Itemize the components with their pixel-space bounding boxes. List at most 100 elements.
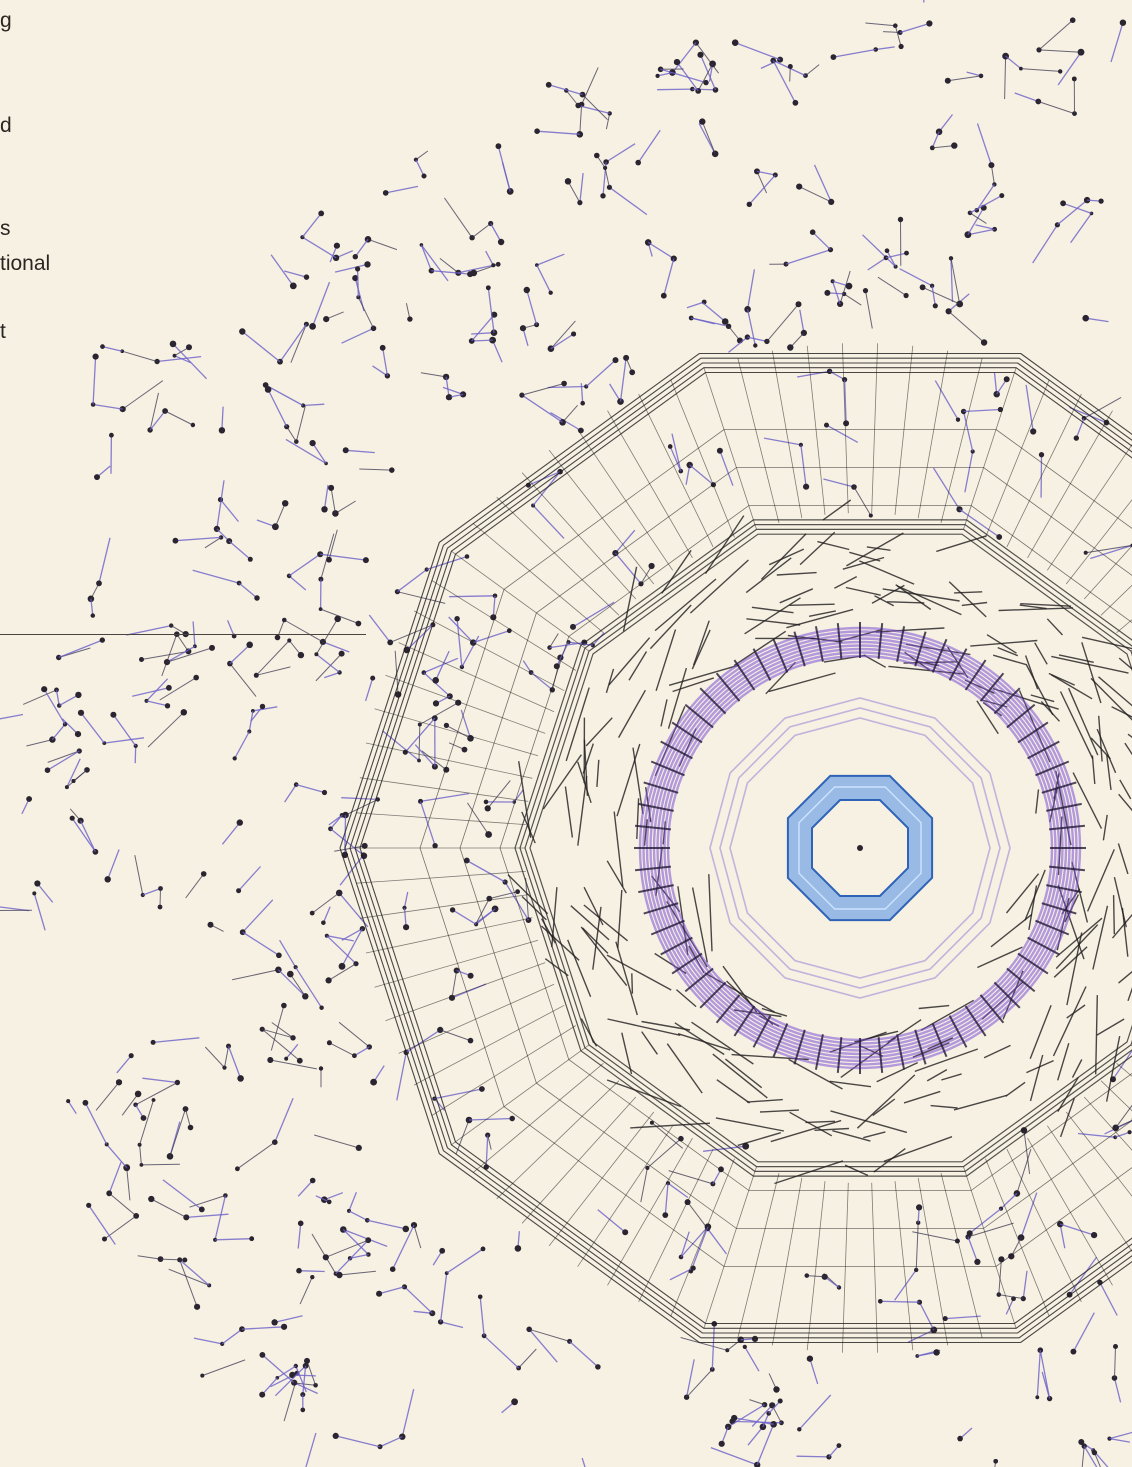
network-edge: [215, 1238, 252, 1241]
track-segment: [1081, 642, 1102, 704]
network-edge: [238, 582, 258, 599]
track-segment: [954, 591, 983, 594]
network-edge: [1069, 406, 1107, 424]
track-segment: [1057, 1076, 1079, 1112]
text-fragment: s: [0, 217, 11, 240]
track-segment: [883, 1136, 953, 1162]
network-node: [297, 1220, 304, 1227]
ring-tick: [699, 687, 727, 715]
network-node: [86, 1203, 91, 1208]
network-edge: [95, 1081, 120, 1111]
network-edge: [880, 1300, 920, 1303]
network-edge: [305, 1432, 317, 1467]
network-node: [914, 1267, 919, 1273]
network-edge: [809, 1358, 819, 1385]
track-segment: [1111, 913, 1132, 939]
mesh-spoke: [1083, 545, 1132, 600]
network-edge: [1025, 384, 1034, 432]
network-edge: [139, 1144, 142, 1165]
ring-tick: [1035, 919, 1070, 936]
network-edge: [288, 575, 307, 591]
network-node: [194, 675, 198, 680]
track-segment: [667, 667, 688, 729]
track-segment: [1096, 1018, 1125, 1036]
network-edge: [435, 650, 450, 681]
network-node: [1070, 1348, 1077, 1355]
network-node: [355, 1144, 362, 1151]
track-segment: [872, 1098, 896, 1117]
network-node: [496, 144, 501, 149]
network-edge: [348, 1210, 368, 1221]
network-edge: [153, 1037, 200, 1044]
network-node: [437, 1319, 444, 1325]
network-edge: [335, 1239, 369, 1275]
network-node: [333, 1433, 339, 1439]
network-edge: [175, 536, 222, 542]
network-edge: [293, 1382, 318, 1395]
track-segment: [716, 1079, 751, 1104]
track-segment: [1092, 905, 1109, 970]
network-edge: [660, 68, 707, 84]
network-node: [70, 816, 74, 820]
ring-tick: [684, 967, 714, 993]
network-edge: [229, 663, 257, 697]
network-edge: [51, 723, 66, 741]
network-edge: [234, 731, 250, 759]
network-node: [322, 507, 327, 512]
track-segment: [926, 1068, 948, 1082]
network-edge: [290, 324, 307, 363]
network-node: [110, 712, 117, 718]
track-segment: [507, 874, 549, 915]
network-edge: [710, 1446, 758, 1466]
track-segment: [1086, 849, 1115, 912]
mesh-spoke: [398, 983, 555, 1054]
network-edge: [335, 500, 356, 514]
network-edge: [687, 1201, 708, 1230]
network-node: [247, 642, 252, 648]
network-node: [622, 1229, 629, 1236]
network-node: [82, 1099, 89, 1106]
network-edge: [1109, 1431, 1132, 1440]
network-node: [690, 86, 695, 92]
network-edge: [164, 410, 194, 426]
track-segment: [765, 661, 797, 695]
track-segment: [888, 665, 964, 675]
track-segment: [1067, 687, 1099, 756]
mesh-spoke: [385, 962, 546, 1022]
mesh-spoke: [737, 357, 780, 524]
network-node: [249, 1236, 255, 1242]
network-node: [468, 1038, 473, 1043]
text-fragment: tional: [0, 252, 51, 275]
network-node: [919, 284, 926, 291]
network-node: [1120, 20, 1126, 26]
network-edge: [537, 130, 580, 135]
network-edge: [686, 301, 705, 309]
network-edge: [1114, 1131, 1130, 1138]
network-node: [96, 580, 102, 587]
network-edge: [1072, 1312, 1095, 1352]
mesh-spoke: [356, 871, 526, 884]
network-edge: [1004, 56, 1007, 100]
network-node: [731, 1415, 738, 1421]
mesh-spoke: [842, 1182, 849, 1353]
network-edge: [1099, 1282, 1118, 1316]
track-segment: [1048, 672, 1075, 686]
ring-tick: [814, 1034, 824, 1070]
track-segment: [689, 559, 749, 614]
network-edge: [604, 167, 610, 188]
network-edge: [66, 758, 81, 788]
network-edge: [664, 1183, 669, 1216]
track-segment: [746, 618, 801, 626]
network-edge: [479, 1296, 485, 1336]
ring-tick: [836, 1036, 843, 1074]
network-node: [898, 44, 904, 49]
network-node: [509, 1115, 515, 1122]
network-node: [304, 1358, 310, 1364]
track-segment: [606, 1079, 682, 1108]
network-node: [1083, 550, 1088, 555]
network-node: [100, 344, 105, 349]
network-node: [99, 637, 106, 643]
network-edge: [483, 1335, 520, 1369]
network-edge: [915, 1222, 919, 1270]
network-edge: [680, 1226, 709, 1258]
